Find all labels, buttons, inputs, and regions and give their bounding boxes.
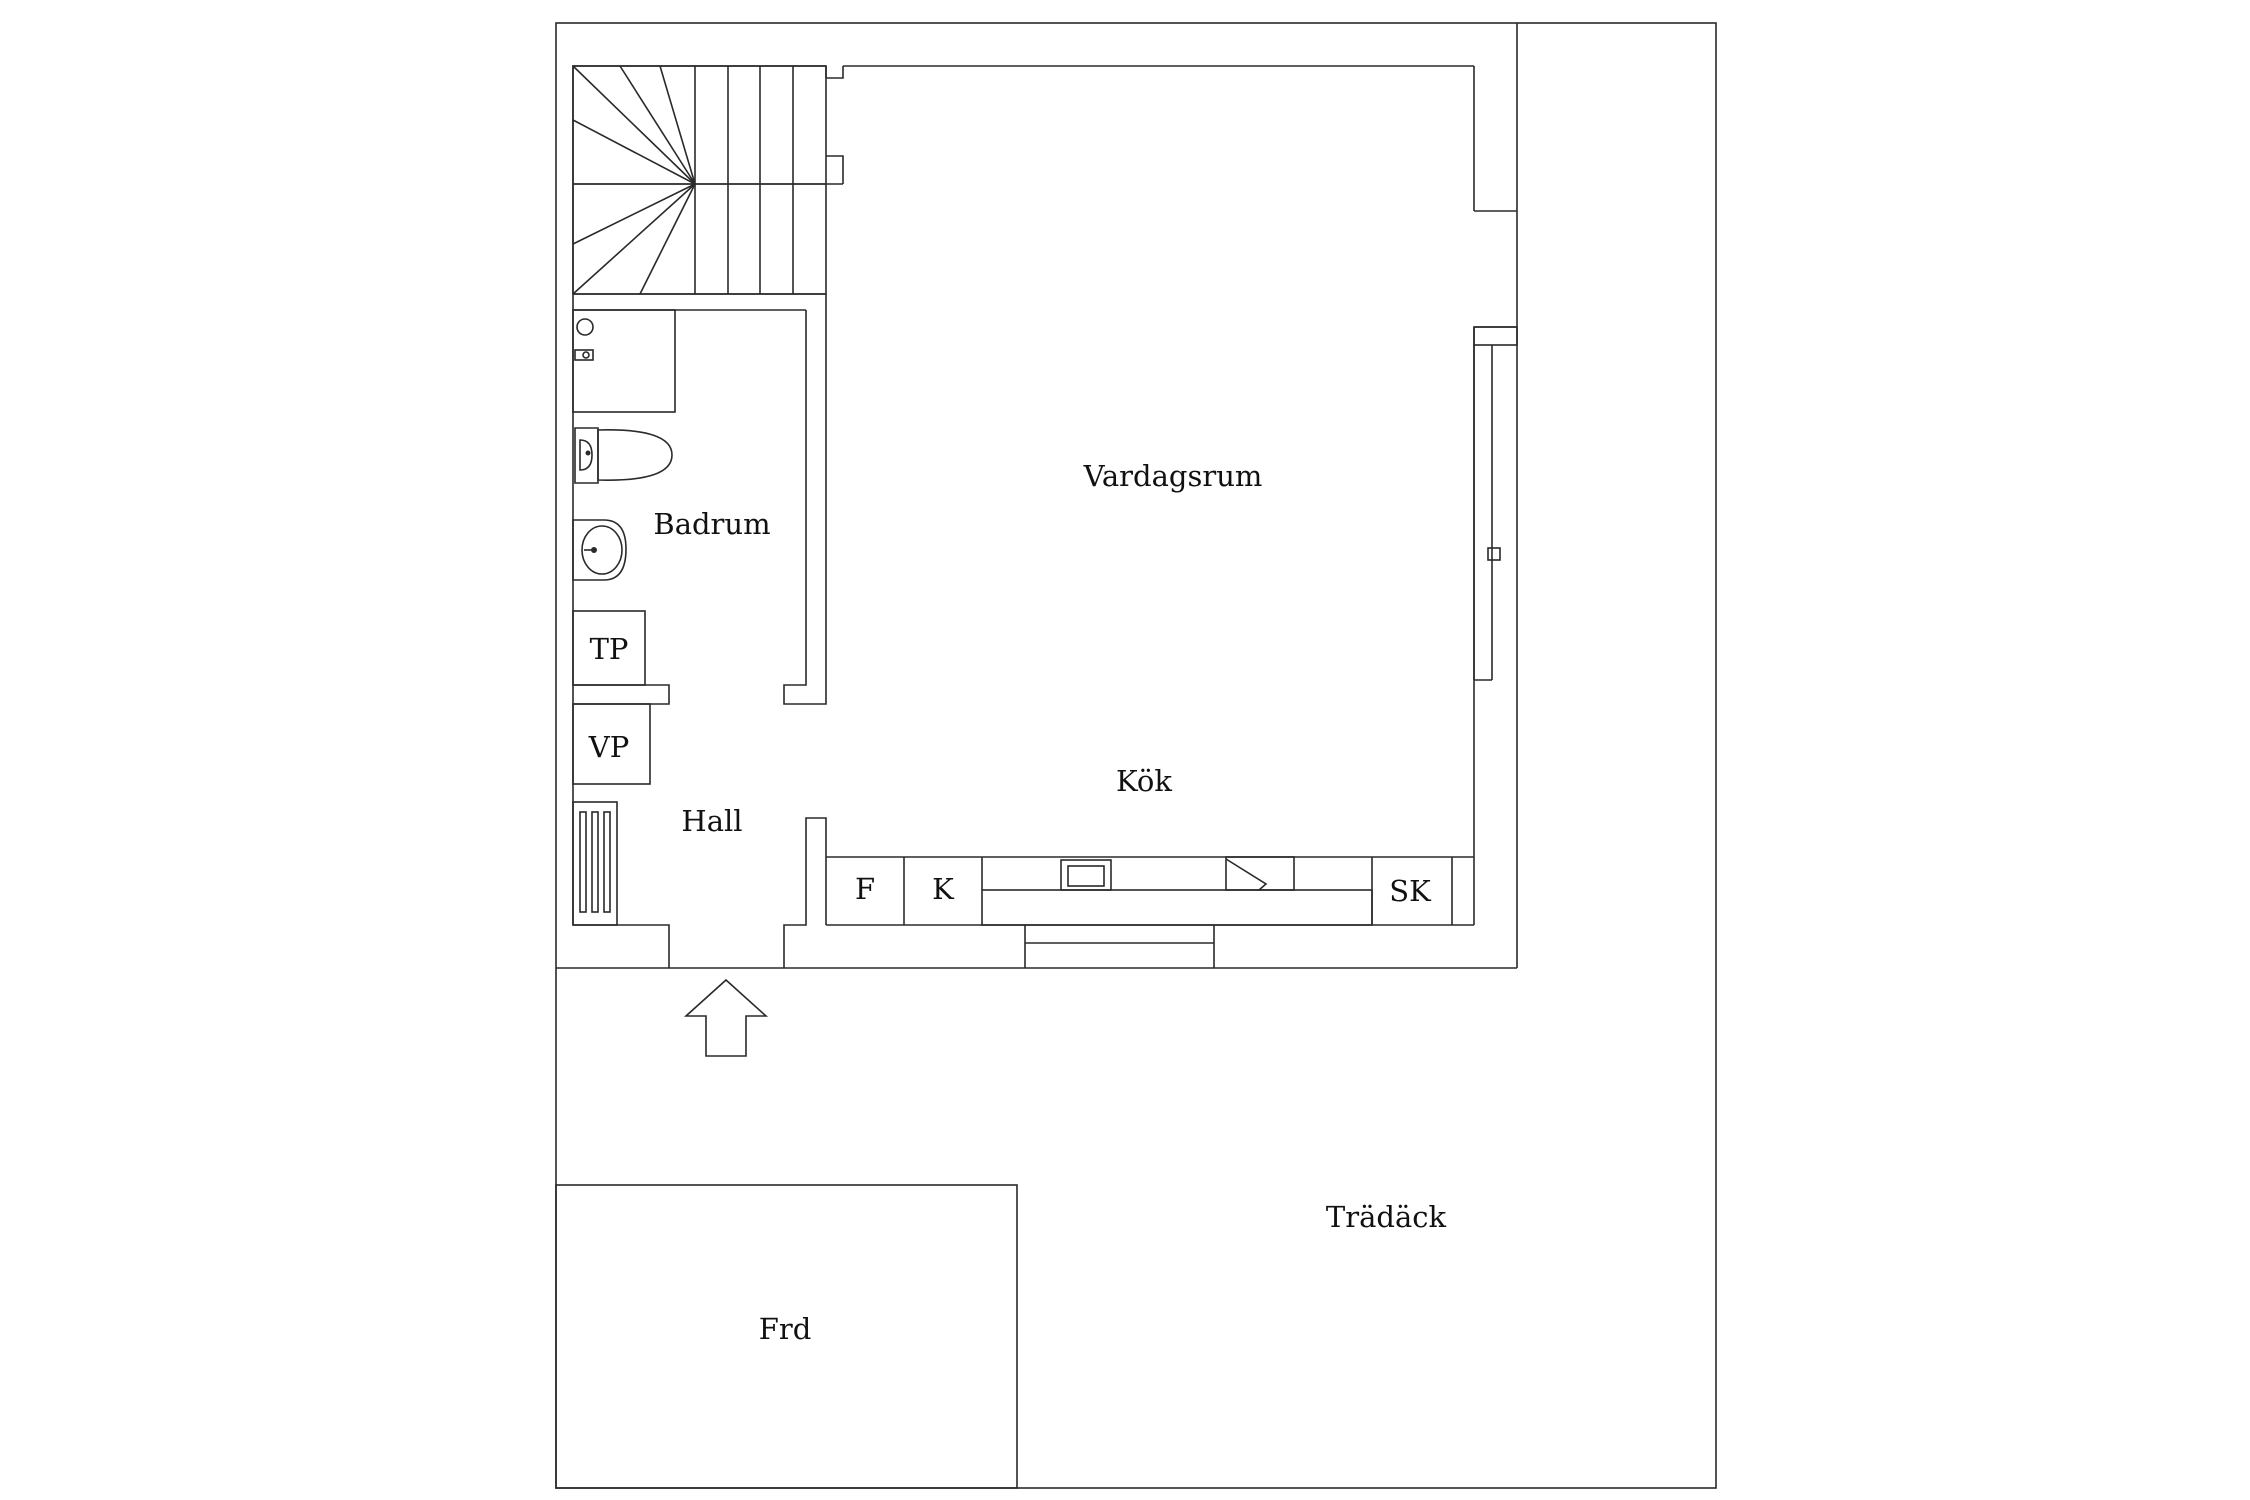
tp-label: TP (590, 632, 629, 666)
k-label: K (932, 872, 955, 906)
tp-box: TP (572, 610, 646, 686)
f-label: F (855, 872, 875, 906)
hall-walls (573, 817, 827, 968)
shower (572, 309, 676, 413)
room-label-frd: Frd (759, 1312, 812, 1346)
sk-box: SK (1389, 874, 1432, 908)
storage-room (555, 1184, 1018, 1489)
staircase (572, 65, 844, 295)
room-label-tradack: Trädäck (1326, 1200, 1447, 1234)
room-label-vardagsrum: Vardagsrum (1083, 459, 1263, 493)
room-label-badrum: Badrum (653, 507, 770, 541)
window-right (1473, 326, 1518, 681)
plot-boundary (555, 22, 1717, 1489)
vp-label: VP (588, 730, 629, 764)
toilet (574, 427, 673, 484)
vp-box: VP (572, 703, 651, 785)
fridge-box: F (855, 872, 875, 906)
radiator (572, 801, 618, 926)
freezer-box: K (932, 872, 955, 906)
washbasin (572, 519, 627, 581)
window-kitchen (1024, 925, 1215, 968)
entrance-arrow (683, 978, 769, 1057)
sk-label: SK (1389, 874, 1432, 908)
kitchen-counter (826, 856, 1474, 926)
room-label-kok: Kök (1116, 764, 1172, 798)
room-label-hall: Hall (681, 804, 742, 838)
